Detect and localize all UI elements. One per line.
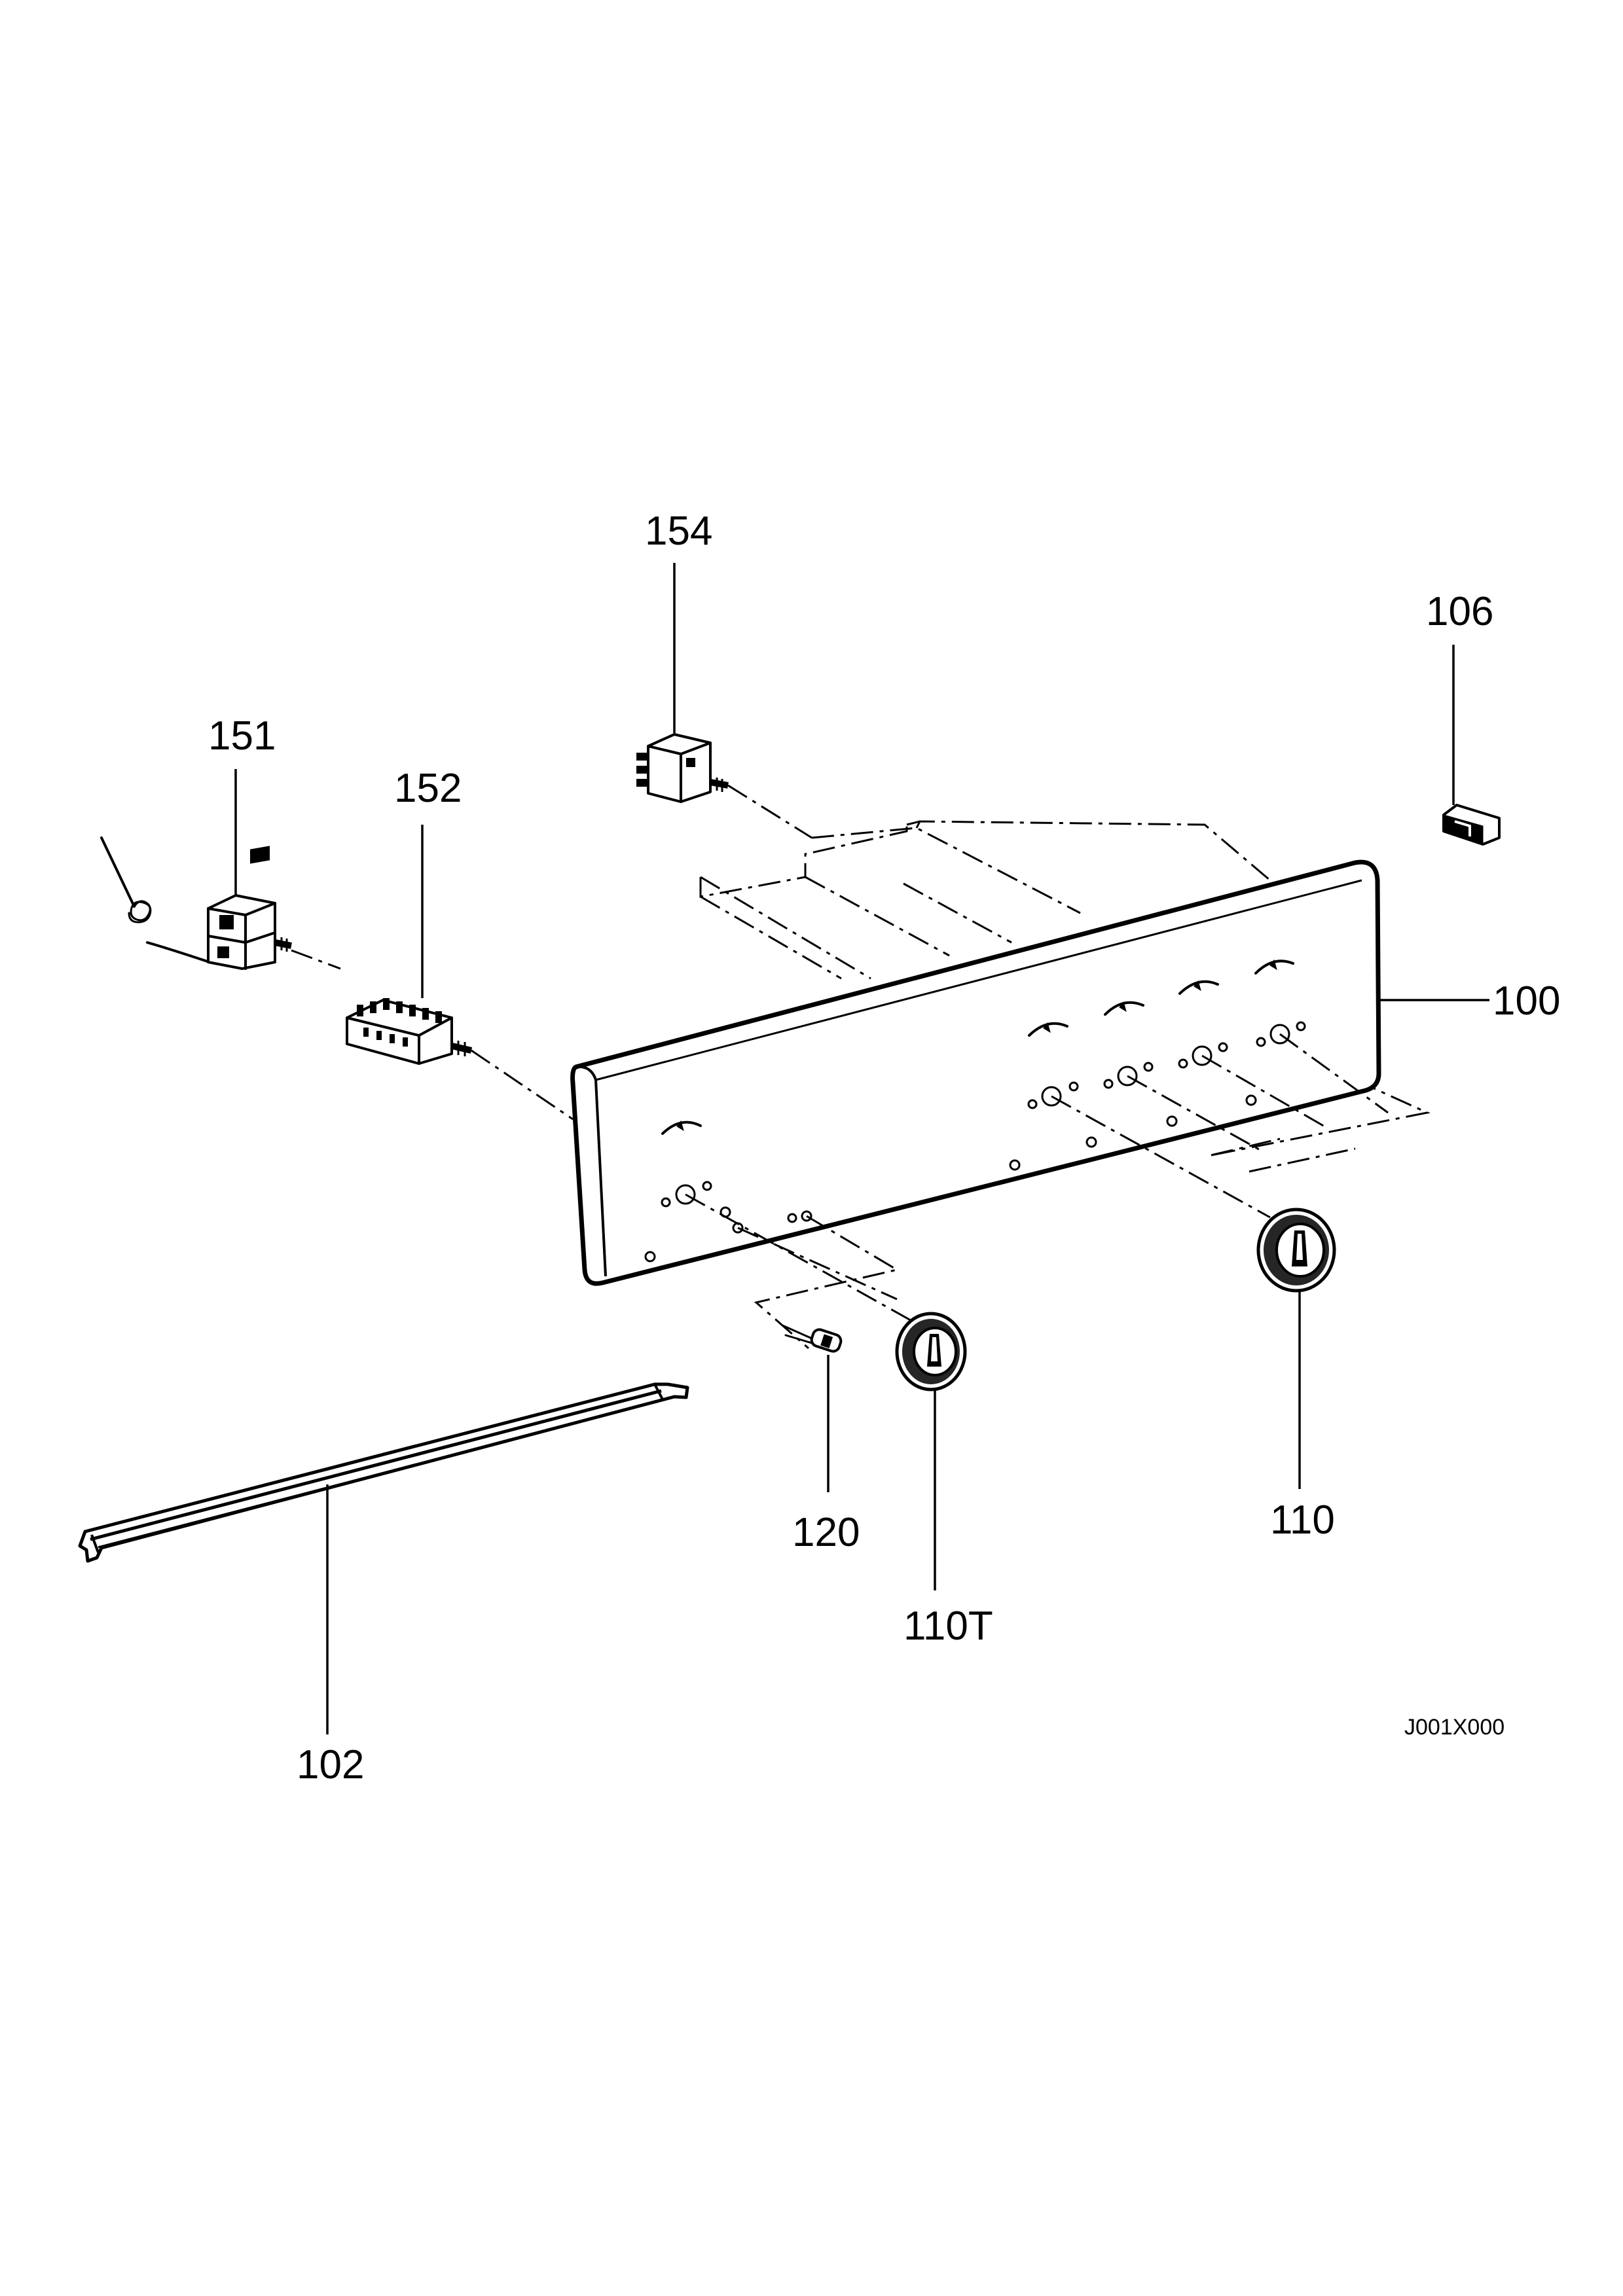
clip-icon: 106 — [1426, 589, 1501, 846]
drawing-code: J001X000 — [1404, 1715, 1504, 1740]
label-102: 102 — [297, 1742, 364, 1787]
energy-regulator-icon: 154 — [636, 509, 729, 803]
control-knob-icon: 110 — [1256, 1208, 1336, 1543]
label-120: 120 — [792, 1510, 860, 1555]
label-100: 100 — [1493, 978, 1560, 1024]
label-152: 152 — [394, 766, 462, 811]
thermostat-icon: 151 — [100, 713, 292, 970]
label-110T: 110T — [903, 1604, 993, 1649]
label-151: 151 — [208, 713, 276, 759]
label-106: 106 — [1426, 589, 1493, 634]
rail-profile-icon: 102 — [78, 1382, 689, 1787]
label-154: 154 — [645, 509, 712, 554]
control-panel-icon: 100 — [570, 820, 1560, 1286]
control-knob-icon: 110T — [895, 1312, 993, 1649]
signal-lamp-icon: 120 — [781, 1324, 860, 1555]
label-110: 110 — [1270, 1498, 1335, 1543]
selector-switch-icon: 152 — [346, 766, 473, 1065]
